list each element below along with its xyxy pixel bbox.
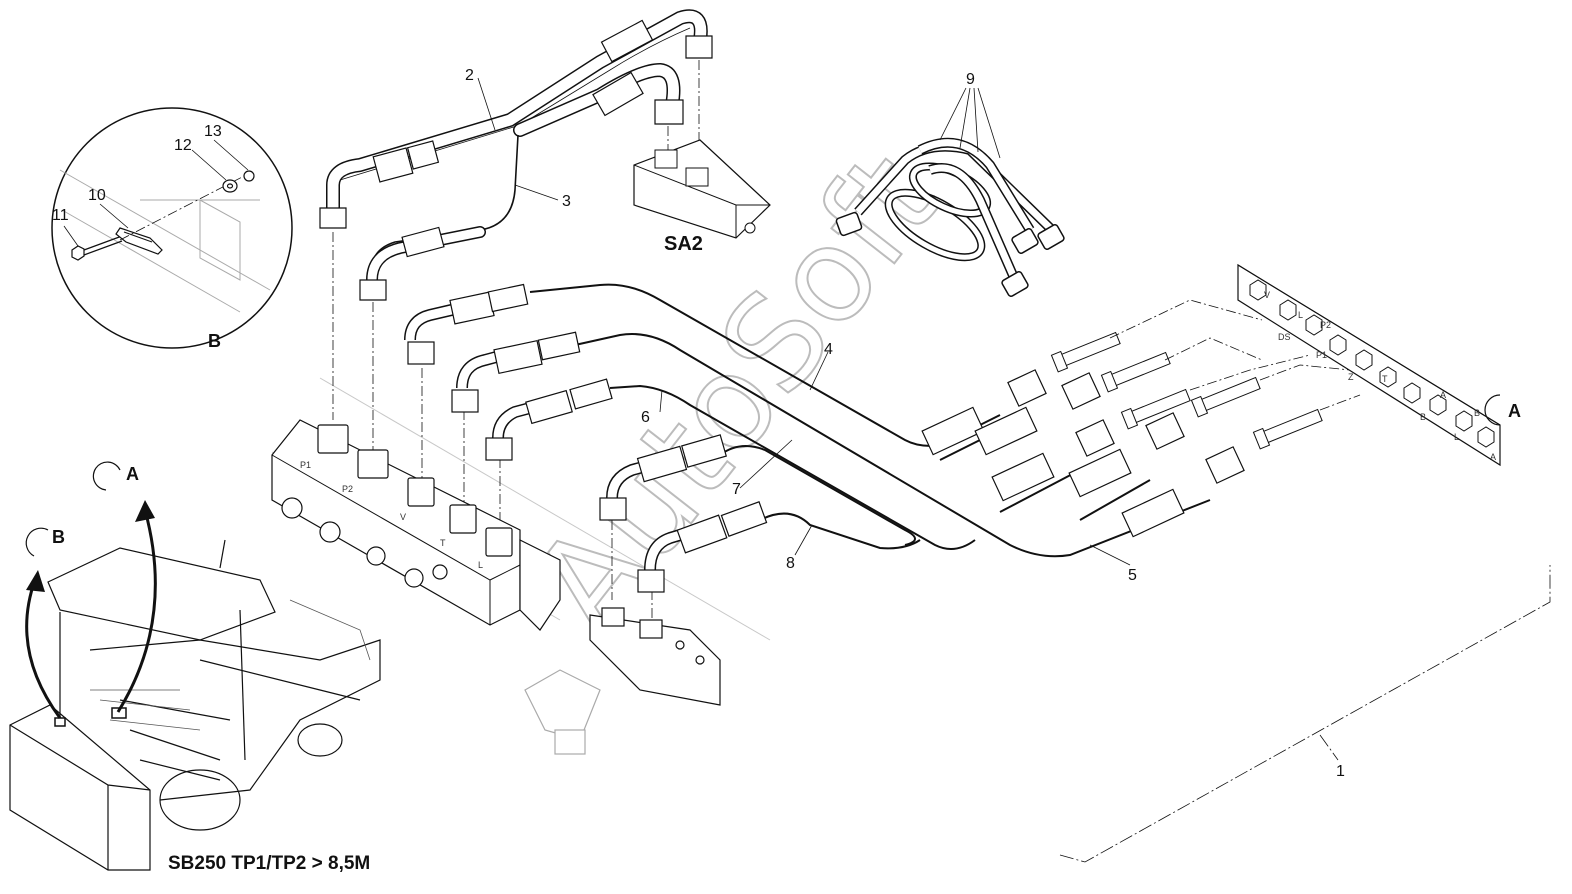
manifold-block: P1 P2 V T L [271,419,521,626]
panel-port-label: B [1420,412,1426,422]
paver-machine [9,539,381,871]
drop-lines [332,60,700,625]
panel-port-label: DS [1278,332,1291,342]
panel-port-label: T [1382,374,1388,384]
arrow-to-b [25,570,62,719]
part-label-12: 12 [174,137,192,154]
kit-boundary [1059,565,1551,863]
manifold-port-label: V [400,512,406,522]
part-label-4: 4 [824,341,833,358]
manifold-port-label: P1 [300,460,311,470]
panel-port-label: B [1474,408,1480,418]
part-label-1: 1 [1336,763,1345,780]
manifold-port-label: L [478,560,483,570]
part-label-9: 9 [966,71,975,88]
svg-text:A: A [126,464,139,484]
manifold-port-label: P2 [342,484,353,494]
sa2-block: SA2 [633,139,771,255]
panel-port-label: P2 [1320,320,1331,330]
panel-port-label: Z [1348,372,1354,382]
part-label-7: 7 [732,481,741,498]
part-label-10: 10 [88,187,106,204]
detail-a-marker-panel: A [1484,394,1521,426]
bulkhead-connectors [1050,331,1323,450]
panel-port-label: A [1440,390,1446,400]
part-label-3: 3 [562,193,571,210]
diagram-title: SB250 TP1/TP2 > 8,5M [168,853,370,874]
leader-lines [477,77,1131,566]
detail-b: 11 10 12 13 B [51,107,293,351]
panel-axis-lines [1109,299,1361,411]
long-hoses [529,283,1211,558]
panel-port-label: L [1298,310,1303,320]
svg-text:A: A [1508,401,1521,421]
panel-port-label: L [1454,432,1459,442]
part-label-5: 5 [1128,567,1137,584]
detail-a-marker-machine: A [92,461,139,491]
panel-port-label: A [1490,452,1496,462]
panel-fittings [921,369,1245,538]
detail-b-label: B [208,331,221,351]
manifold-port-label: T [440,538,446,548]
connector-panel: V L P2 DS P1 Z T A B B L A [1237,263,1501,467]
part-label-11: 11 [52,207,69,224]
hose-9-bundle [835,87,1065,297]
sa2-label: SA2 [664,233,703,255]
panel-port-label: V [1264,290,1270,300]
svg-text:B: B [52,527,65,547]
arrow-to-a [116,500,157,713]
mounting-plate [519,539,721,755]
panel-port-label: P1 [1316,350,1327,360]
detail-b-marker-machine: B [25,527,65,557]
part-label-6: 6 [641,409,650,426]
part-label-13: 13 [204,123,222,140]
part-label-8: 8 [786,555,795,572]
hose-fittings-mid [404,283,768,593]
part-label-2: 2 [465,67,474,84]
hose-fittings-top [319,19,713,301]
